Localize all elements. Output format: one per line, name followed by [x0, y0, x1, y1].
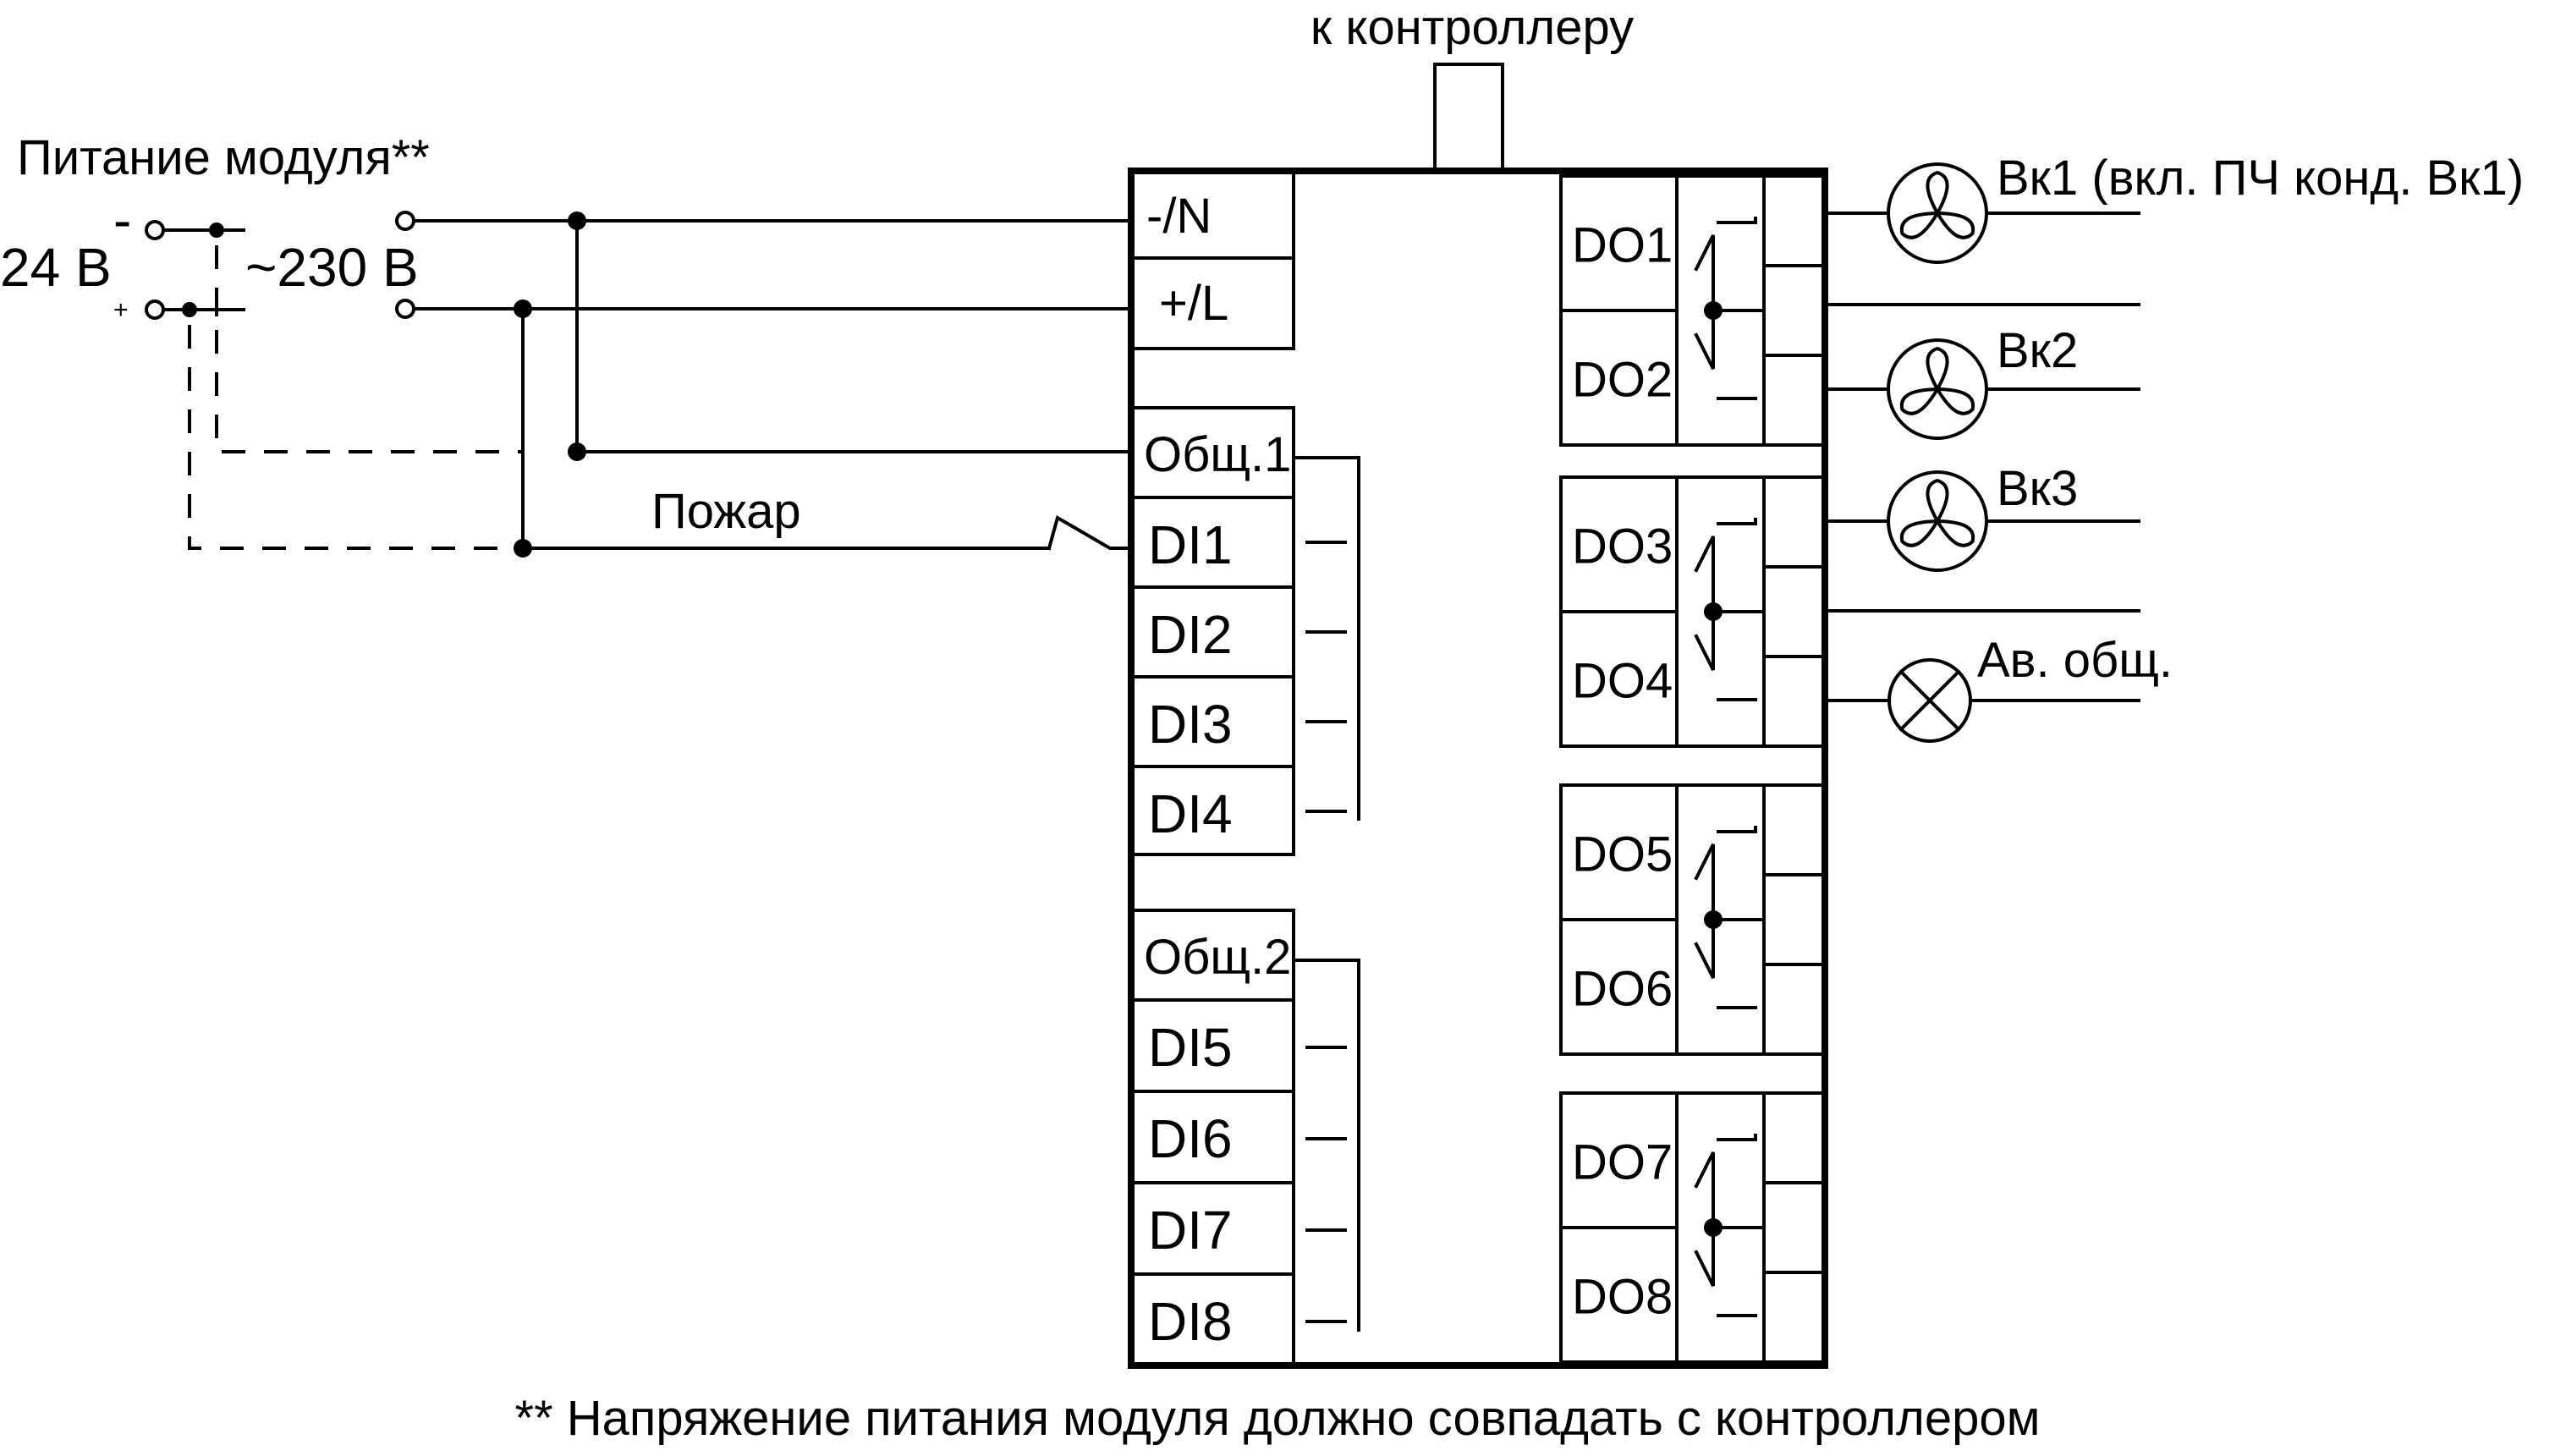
- common-1-label: Общ.1: [1144, 427, 1291, 482]
- fan-blade: [1934, 387, 1975, 415]
- fan-blade: [1934, 211, 1975, 239]
- common-2-label: Общ.2: [1144, 930, 1291, 985]
- terminal-l-label: +/L: [1159, 276, 1228, 331]
- di8-label: DI8: [1148, 1291, 1233, 1352]
- alarm-label: Ав. общ.: [1977, 633, 2173, 688]
- do1-label: DO1: [1572, 218, 1673, 273]
- fan-blade: [1899, 211, 1941, 239]
- do5-label: DO5: [1572, 827, 1673, 882]
- power-title: Питание модуля**: [17, 130, 430, 185]
- fan-vk1-icon: [1887, 162, 1988, 264]
- vk3-label: Вк3: [1997, 461, 2078, 516]
- controller-label: к контроллеру: [1310, 0, 1634, 55]
- di4-label: DI4: [1148, 783, 1233, 844]
- ac-voltage-label: ~230 В: [245, 237, 419, 298]
- dc-voltage-label: 24 В: [0, 237, 112, 298]
- power-wiring: [145, 211, 1133, 558]
- do3-label: DO3: [1572, 519, 1673, 574]
- fan-vk2-icon: [1887, 338, 1988, 440]
- output-wiring: [1823, 212, 2140, 702]
- do8-label: DO8: [1572, 1270, 1673, 1325]
- di1-label: DI1: [1148, 514, 1233, 575]
- do6-label: DO6: [1572, 962, 1673, 1017]
- do2-label: DO2: [1572, 353, 1673, 408]
- fan-blade: [1926, 170, 1949, 217]
- alarm-lamp-icon: [1887, 658, 1972, 743]
- vk1-label: Вк1 (вкл. ПЧ конд. Вк1): [1997, 151, 2524, 206]
- do4-label: DO4: [1572, 654, 1673, 709]
- do7-label: DO7: [1572, 1135, 1673, 1190]
- terminal-n-label: -/N: [1146, 189, 1212, 244]
- di7-label: DI7: [1148, 1200, 1233, 1261]
- fan-blade: [1926, 346, 1949, 393]
- di-group-2-block: [1129, 909, 1295, 1367]
- fan-blade: [1899, 519, 1941, 547]
- fan-blade: [1899, 387, 1941, 415]
- di5-label: DI5: [1148, 1017, 1233, 1078]
- footnote: ** Напряжение питания модуля должно совп…: [515, 1391, 2041, 1446]
- fan-blade: [1926, 478, 1949, 525]
- fire-label: Пожар: [651, 484, 801, 539]
- controller-connector: [1433, 63, 1504, 173]
- minus-sign: -: [113, 190, 131, 250]
- fan-blade: [1934, 519, 1975, 547]
- di2-label: DI2: [1148, 604, 1233, 665]
- di-group-2-bracket: [1292, 959, 1360, 1332]
- di-group-1-bracket: [1292, 456, 1360, 821]
- di3-label: DI3: [1148, 694, 1233, 755]
- di6-label: DI6: [1148, 1108, 1233, 1169]
- fan-vk3-icon: [1887, 470, 1988, 572]
- vk2-label: Вк2: [1997, 323, 2078, 378]
- plus-sign: +: [113, 296, 129, 324]
